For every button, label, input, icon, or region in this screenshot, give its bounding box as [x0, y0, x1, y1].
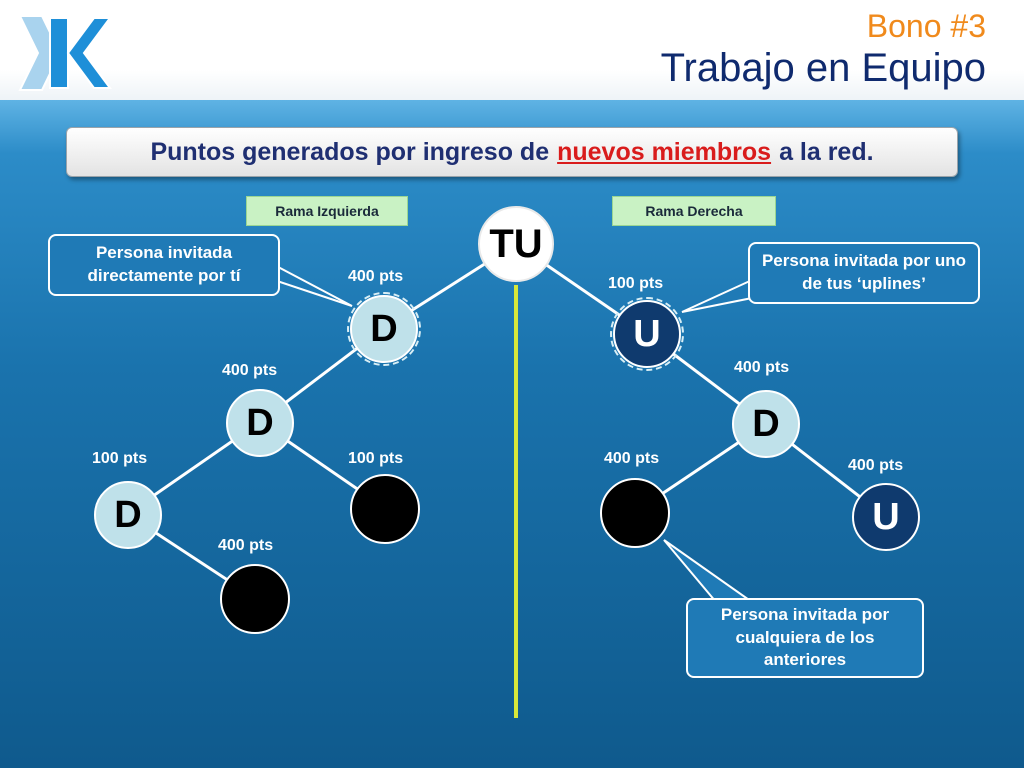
callout-direct: Persona invitada directamente por tí [48, 234, 280, 296]
callout-pointer-upline [681, 278, 753, 313]
points-l3: 100 pts [92, 450, 148, 467]
callout-any: Persona invitada por cualquiera de los a… [686, 598, 924, 678]
banner-text-after: a la red. [779, 137, 874, 166]
node-right-3: U [852, 483, 920, 551]
node-left-2: D [226, 389, 294, 457]
slide-subtitle: Bono #3 [866, 8, 986, 44]
header-background [0, 0, 1024, 100]
branch-label-left: Rama Izquierda [246, 196, 408, 226]
points-r3b: 400 pts [848, 457, 904, 474]
banner-text-before: Puntos generados por ingreso de [150, 137, 550, 166]
banner-highlight: nuevos miembros [557, 137, 772, 166]
points-r2: 400 pts [734, 359, 790, 376]
points-l2: 400 pts [222, 362, 278, 379]
node-root: TU [478, 206, 554, 282]
banner: Puntos generados por ingreso de nuevos m… [66, 127, 958, 177]
node-left-3: D [94, 481, 162, 549]
points-l1: 400 pts [348, 268, 404, 285]
callout-pointer-any [663, 539, 756, 603]
slide-title: Trabajo en Equipo [660, 46, 986, 90]
node-right-1: U [610, 297, 684, 371]
points-r1: 100 pts [608, 275, 664, 292]
node-left-blank-1 [350, 474, 420, 544]
node-left-blank-2 [220, 564, 290, 634]
points-l2b: 100 pts [348, 450, 404, 467]
points-l3b: 400 pts [218, 537, 274, 554]
k-logo-icon [18, 15, 112, 91]
node-left-1: D [347, 292, 421, 366]
node-right-2: D [732, 390, 800, 458]
points-r3a: 400 pts [604, 450, 660, 467]
callout-upline: Persona invitada por uno de tus ‘uplines… [748, 242, 980, 304]
node-right-blank [600, 478, 670, 548]
branch-label-right: Rama Derecha [612, 196, 776, 226]
